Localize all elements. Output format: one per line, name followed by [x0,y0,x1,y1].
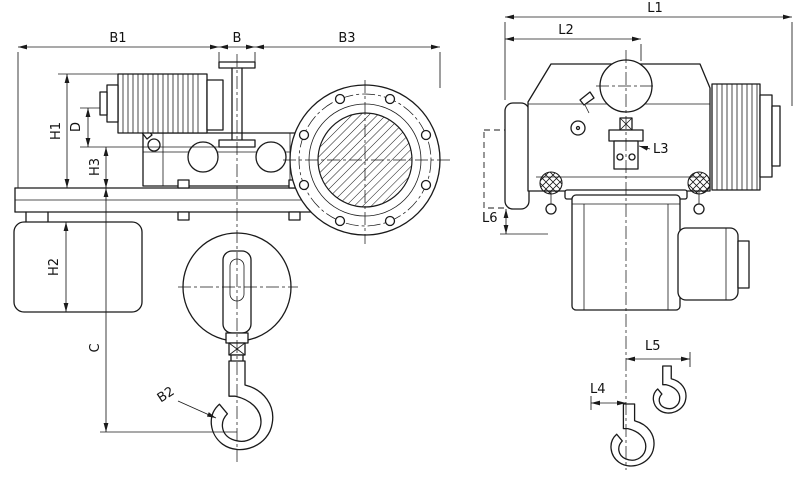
dimension-h1: H1 [49,73,118,188]
brake-motor [711,83,781,191]
motor-end-cap [106,84,119,123]
dim-label-l4: L4 [590,382,606,397]
wheel-end-left [539,171,563,195]
dim-label-b1: B1 [109,31,126,46]
dim-label-h2: H2 [47,258,62,276]
nut-left [545,203,557,215]
nut-right [693,203,705,215]
brake-housing [206,79,224,131]
wheel-end-right [687,171,711,195]
dim-label-l6: L6 [482,211,498,226]
trolley-wheel-left [187,141,219,173]
dimension-b3: B3 [255,31,441,88]
hook-position-lower [610,403,655,467]
limit-switch-cylinder [677,227,750,301]
control-box [13,221,143,313]
dim-label-c: C [88,343,103,352]
hoist-motor [99,73,224,134]
motor-fins [122,74,199,133]
dimension-l4: L4 [590,382,626,410]
dimension-b2: B2 [155,384,217,419]
dimension-h2: H2 [47,222,69,312]
dim-label-l3: L3 [653,142,669,157]
buffer-plate [504,102,530,210]
side-view: B1 B B3 H1 D H3 H2 [13,31,450,462]
dim-label-l1: L1 [647,1,663,16]
dimension-d: D [69,107,219,148]
dim-label-b: B [233,31,242,46]
dimension-c: C [88,188,237,433]
dimension-l5: L5 [626,339,691,367]
dim-label-l5: L5 [645,339,661,354]
brake-motor-fins [716,84,758,190]
trolley-wheel-right [255,141,287,173]
dimension-b1: B1 [17,31,220,188]
dimension-l6: L6 [482,209,548,235]
dimension-h3: H3 [88,147,109,188]
hook-position-upper [652,365,687,414]
dimension-l1: L1 [504,1,793,106]
end-view: L1 L2 L3 L6 L5 L4 [482,1,793,470]
load-hook [210,359,274,451]
bolt-hole [570,120,586,136]
dim-label-l2: L2 [558,23,574,38]
gear-housing [138,124,314,187]
dim-label-b3: B3 [338,31,355,46]
dim-label-d: D [69,122,84,132]
dim-label-h3: H3 [88,158,103,176]
dimension-l2: L2 [505,23,642,61]
dimension-b: B [219,31,256,62]
lever-icon [579,91,595,106]
dim-label-b2: B2 [155,384,178,406]
dimension-l3: L3 [638,142,669,157]
dim-label-h1: H1 [49,122,64,140]
end-housing [527,63,711,192]
